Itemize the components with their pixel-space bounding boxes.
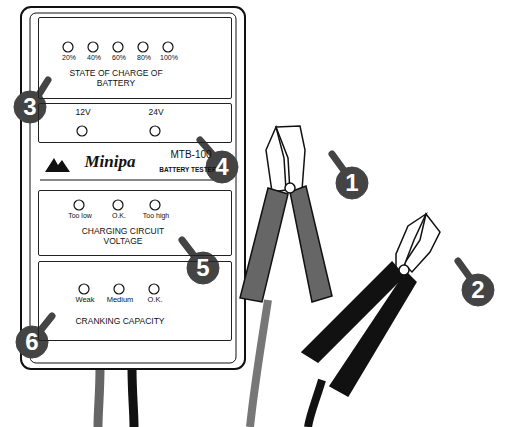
logo-mark (45, 158, 70, 172)
panel-text: 40% (82, 54, 106, 62)
logo-rule (40, 180, 230, 181)
indicator-panel: Too lowO.K.Too highCHARGING CIRCUIT VOLT… (38, 190, 232, 256)
cable (250, 300, 268, 427)
panel-text: 60% (107, 54, 131, 62)
clamp-red (240, 126, 332, 302)
panel-text: Too high (134, 212, 178, 220)
logo-band: MinipaMTB-100BATTERY TESTER (38, 147, 232, 185)
panel-text: Weak (65, 295, 105, 304)
callout-number: 1 (339, 170, 365, 196)
cable (308, 380, 322, 427)
panel-text: Minipa (72, 152, 148, 172)
panel-text: CRANKING CAPACITY (55, 316, 185, 326)
panel-text: 24V (144, 107, 168, 117)
callout-number: 2 (465, 277, 491, 303)
panel-text: Too low (58, 212, 102, 220)
cable (98, 366, 100, 427)
tester-housing (21, 7, 245, 369)
panel-text: STATE OF CHARGE OF BATTERY (56, 68, 176, 88)
panel-text: 80% (132, 54, 156, 62)
indicator-panel: 20%40%60%80%100% STATE OF CHARGE OF BATTE… (38, 17, 232, 99)
clamp-black (302, 214, 440, 396)
panel-text: Medium (95, 295, 145, 304)
callout-number: 3 (17, 94, 43, 120)
indicator-panel: 12V 24V (38, 103, 232, 143)
panel-text: O.K. (135, 295, 175, 304)
panel-text: 12V (71, 107, 95, 117)
panel-text: CHARGING CIRCUIT VOLTAGE (63, 226, 183, 246)
callout-number: 6 (19, 329, 45, 355)
callout-hands (14, 80, 494, 358)
housing-rim (30, 13, 236, 363)
panel-text: O.K. (101, 212, 137, 220)
callout-number: 4 (209, 154, 235, 180)
panel-text: 20% (57, 54, 81, 62)
callout-number: 5 (190, 255, 216, 281)
panel-text: 100% (155, 54, 183, 62)
cable (132, 366, 134, 427)
